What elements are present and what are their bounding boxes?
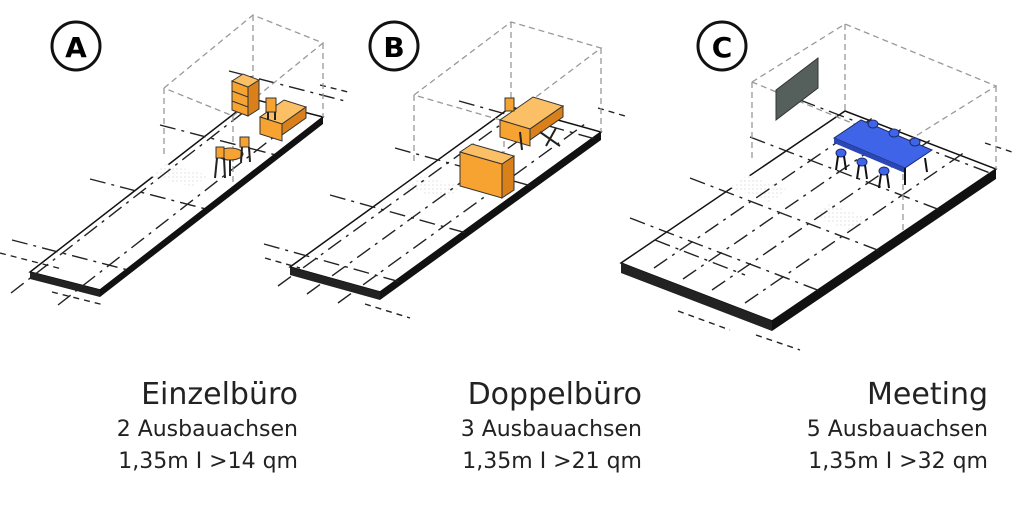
floor-slab-c — [619, 99, 1016, 351]
caption-c-line2: 1,35m I >32 qm — [808, 449, 988, 474]
caption-c-title: Meeting — [867, 377, 988, 412]
caption-a-line1: 2 Ausbauachsen — [116, 417, 298, 442]
caption-b-line1: 3 Ausbauachsen — [460, 417, 642, 442]
badge-c-letter: C — [712, 31, 733, 64]
conference-table-icon — [832, 119, 934, 189]
shelf-icon — [230, 73, 261, 117]
sideboard-icon — [458, 143, 516, 199]
badge-a: A — [50, 20, 102, 72]
caption-b: Doppelbüro 3 Ausbauachsen 1,35m I >21 qm — [380, 376, 642, 478]
badge-a-letter: A — [65, 31, 87, 64]
badge-c: C — [696, 20, 748, 72]
caption-b-title: Doppelbüro — [467, 377, 642, 412]
floor-slab-a — [0, 70, 353, 306]
caption-c-line1: 5 Ausbauachsen — [806, 417, 988, 442]
badge-b-letter: B — [383, 31, 404, 64]
badge-b: B — [368, 20, 420, 72]
panel-c: C — [619, 20, 1016, 351]
round-table-icon — [214, 136, 251, 179]
wall-screen-icon — [775, 56, 819, 122]
caption-a-line2: 1,35m I >14 qm — [118, 449, 298, 474]
double-desk-icon — [498, 96, 565, 151]
panel-a: A — [0, 14, 353, 306]
caption-a-title: Einzelbüro — [141, 377, 298, 412]
chair-icon — [265, 97, 277, 120]
caption-a: Einzelbüro 2 Ausbauachsen 1,35m I >14 qm — [40, 376, 298, 478]
caption-b-line2: 1,35m I >21 qm — [462, 449, 642, 474]
caption-c: Meeting 5 Ausbauachsen 1,35m I >32 qm — [730, 376, 988, 478]
panel-b: B — [263, 20, 626, 319]
floor-slab-b — [263, 100, 626, 319]
